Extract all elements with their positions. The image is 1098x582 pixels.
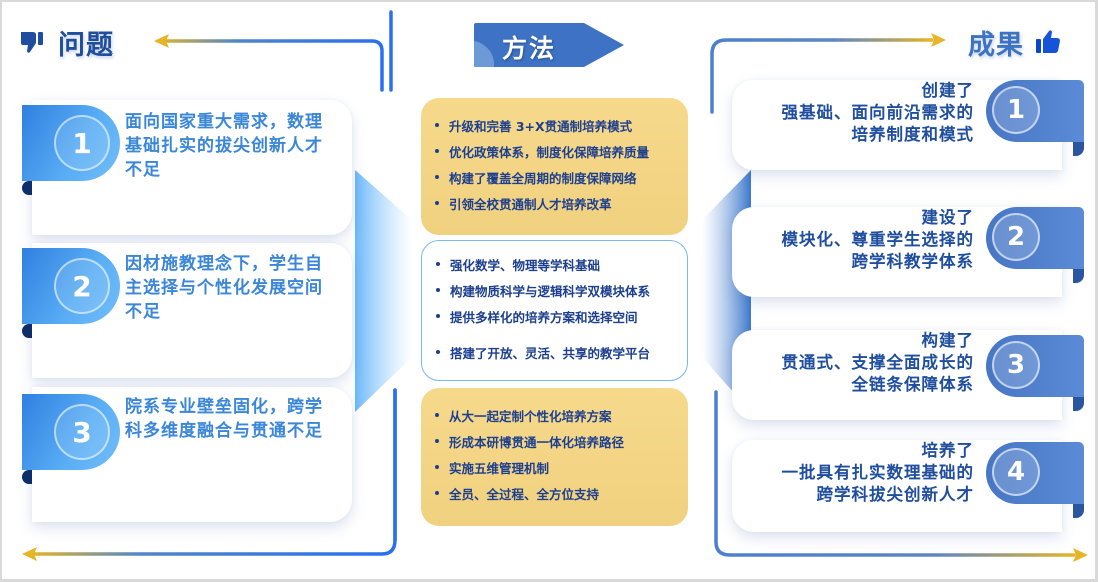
method-item: 形成本研博贯通一体化培养路径 [431, 428, 688, 454]
left-funnel [355, 170, 412, 412]
method-item-text: 构建了覆盖全周期的制度保障网络 [449, 170, 637, 186]
result-line: 强基础、面向前沿需求的 [781, 103, 974, 122]
bullet-icon [435, 413, 439, 417]
method-item-text: 搭建了开放、灵活、共享的教学平台 [450, 345, 651, 361]
method-box-3: 从大一起定制个性化培养方案 形成本研博贯通一体化培养路径 实施五维管理机制 全员… [421, 388, 688, 526]
problems-header: 问题 [18, 22, 148, 62]
problem-number-3: 3 [54, 404, 110, 460]
result-number-1: 1 [992, 86, 1040, 134]
method-item: 全员、全过程、全方位支持 [431, 480, 688, 506]
result-line: 建设了 [921, 208, 974, 227]
result-card-4: 培养了 一批具有扎实数理基础的 跨学科拔尖创新人才 [732, 440, 1062, 532]
badge-curl [22, 470, 32, 484]
result-line: 贯通式、支撑全面成长的 [781, 353, 974, 372]
method-item-text: 强化数学、物理等学科基础 [450, 257, 601, 273]
method-item-text: 引领全校贯通制人才培养改革 [449, 196, 612, 212]
method-item-text: 优化政策体系，制度化保障培养质量 [449, 144, 650, 160]
problem-text-1: 面向国家重大需求，数理基础扎实的拔尖创新人才不足 [125, 112, 323, 180]
result-line: 培养了 [921, 441, 974, 460]
method-item-text: 实施五维管理机制 [449, 460, 550, 476]
method-item-text: 全员、全过程、全方位支持 [449, 486, 600, 502]
result-line: 模块化、尊重学生选择的 [781, 230, 974, 249]
method-item: 构建了覆盖全周期的制度保障网络 [431, 164, 688, 190]
bullet-icon [435, 439, 439, 443]
thumbs-up-icon [1036, 30, 1060, 53]
result-line: 一批具有扎实数理基础的 [781, 463, 974, 482]
result-text-3: 构建了 贯通式、支撑全面成长的 全链条保障体系 [734, 330, 974, 396]
method-item: 构建物质科学与逻辑科学双模块体系 [432, 277, 687, 303]
result-line: 跨学科拔尖创新人才 [816, 485, 974, 504]
method-item-text: 升级和完善 3+X贯通制培养模式 [449, 118, 633, 134]
method-item: 搭建了开放、灵活、共享的教学平台 [432, 339, 687, 365]
results-header: 成果 [968, 22, 1088, 62]
result-number-2: 2 [992, 213, 1040, 261]
bullet-icon [435, 201, 439, 205]
problem-text-2: 因材施教理念下，学生自主选择与个性化发展空间不足 [125, 254, 323, 322]
result-line: 培养制度和模式 [851, 125, 974, 144]
badge-curl [1073, 269, 1084, 283]
bullet-icon [435, 491, 439, 495]
method-item: 强化数学、物理等学科基础 [432, 251, 687, 277]
bullet-icon [436, 288, 440, 292]
method-item-text: 从大一起定制个性化培养方案 [449, 408, 612, 424]
result-text-1: 创建了 强基础、面向前沿需求的 培养制度和模式 [734, 80, 974, 146]
result-number-3: 3 [992, 341, 1040, 389]
result-line: 跨学科教学体系 [851, 252, 974, 271]
method-item: 优化政策体系，制度化保障培养质量 [431, 138, 688, 164]
method-item: 引领全校贯通制人才培养改革 [431, 190, 688, 216]
method-item-text: 形成本研博贯通一体化培养路径 [449, 434, 625, 450]
bullet-icon [436, 262, 440, 266]
badge-curl [22, 324, 32, 338]
badge-curl [1073, 397, 1084, 411]
problem-number-2: 2 [54, 258, 110, 314]
result-line: 全链条保障体系 [851, 375, 974, 394]
bullet-icon [435, 175, 439, 179]
result-number-4: 4 [992, 448, 1040, 496]
result-line: 构建了 [921, 331, 974, 350]
bullet-icon [435, 465, 439, 469]
bullet-icon [436, 350, 440, 354]
methods-title: 方法 [502, 34, 557, 63]
result-text-2: 建设了 模块化、尊重学生选择的 跨学科教学体系 [734, 207, 974, 273]
methods-header: 方法 [474, 23, 624, 67]
problems-title: 问题 [58, 29, 114, 61]
badge-curl [1073, 504, 1084, 518]
badge-curl [1073, 142, 1084, 156]
method-box-1: 升级和完善 3+X贯通制培养模式 优化政策体系，制度化保障培养质量 构建了覆盖全… [421, 98, 688, 235]
badge-curl [22, 181, 32, 195]
bullet-icon [436, 314, 440, 318]
method-item: 实施五维管理机制 [431, 454, 688, 480]
method-box-2: 强化数学、物理等学科基础 构建物质科学与逻辑科学双模块体系 提供多样化的培养方案… [421, 240, 688, 381]
method-item-text: 构建物质科学与逻辑科学双模块体系 [450, 283, 651, 299]
thumbs-down-icon [21, 32, 43, 53]
problem-text-3: 院系专业壁垒固化，跨学科多维度融合与贯通不足 [125, 397, 323, 441]
method-item: 升级和完善 3+X贯通制培养模式 [431, 112, 688, 138]
problem-number-1: 1 [54, 115, 110, 171]
results-title: 成果 [968, 29, 1024, 61]
bullet-icon [435, 149, 439, 153]
result-text-4: 培养了 一批具有扎实数理基础的 跨学科拔尖创新人才 [734, 440, 974, 506]
bullet-icon [435, 123, 439, 127]
result-line: 创建了 [921, 81, 974, 100]
method-item-text: 提供多样化的培养方案和选择空间 [450, 309, 638, 325]
method-item: 从大一起定制个性化培养方案 [431, 402, 688, 428]
method-item: 提供多样化的培养方案和选择空间 [432, 303, 687, 329]
